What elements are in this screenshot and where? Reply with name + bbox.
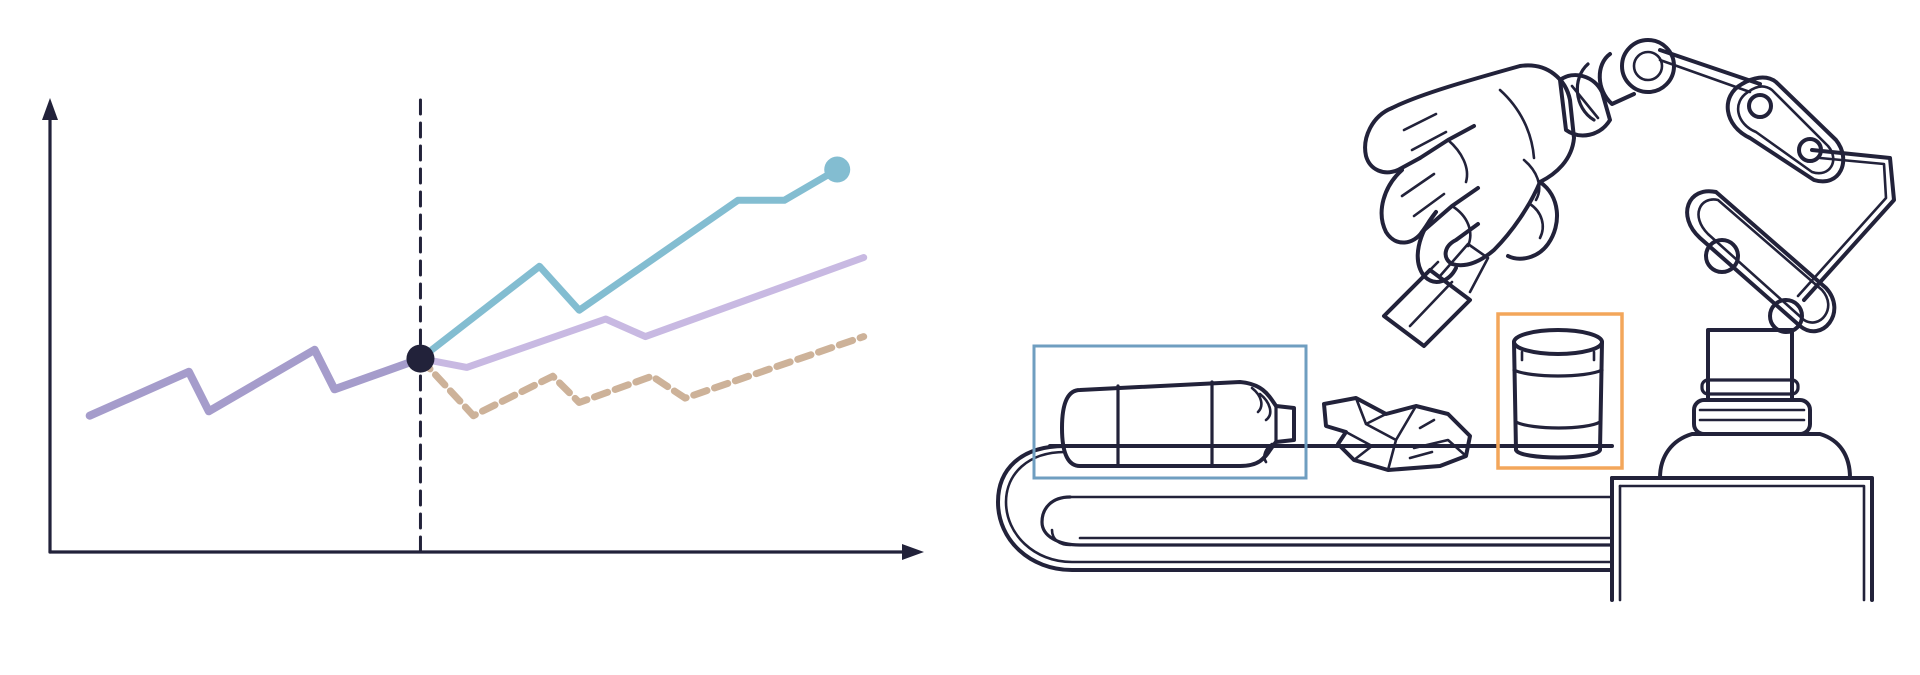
series-forecast-low-line xyxy=(417,333,868,420)
forecast-chart xyxy=(42,98,924,560)
y-axis-arrow-icon xyxy=(42,98,58,120)
series-forecast-high-line xyxy=(417,166,841,363)
forecast-end-point xyxy=(824,156,851,183)
sorting-scene xyxy=(996,38,1896,602)
bottle-highlight-box xyxy=(1032,344,1308,480)
pivot-point xyxy=(406,344,435,373)
chart-axes xyxy=(42,98,924,560)
series-history-line xyxy=(85,345,425,420)
bottle-icon xyxy=(1060,380,1296,468)
crumpled-paper-icon xyxy=(1322,396,1472,472)
can-icon xyxy=(1512,328,1604,460)
robot-base xyxy=(1658,328,1852,480)
series-forecast-mid-line xyxy=(417,254,868,371)
can-highlight-box xyxy=(1496,312,1624,470)
robot-arm-icon xyxy=(1363,38,1896,348)
x-axis-arrow-icon xyxy=(902,544,924,560)
machine-housing xyxy=(1610,476,1874,602)
conveyor-belt-icon xyxy=(996,444,1614,572)
